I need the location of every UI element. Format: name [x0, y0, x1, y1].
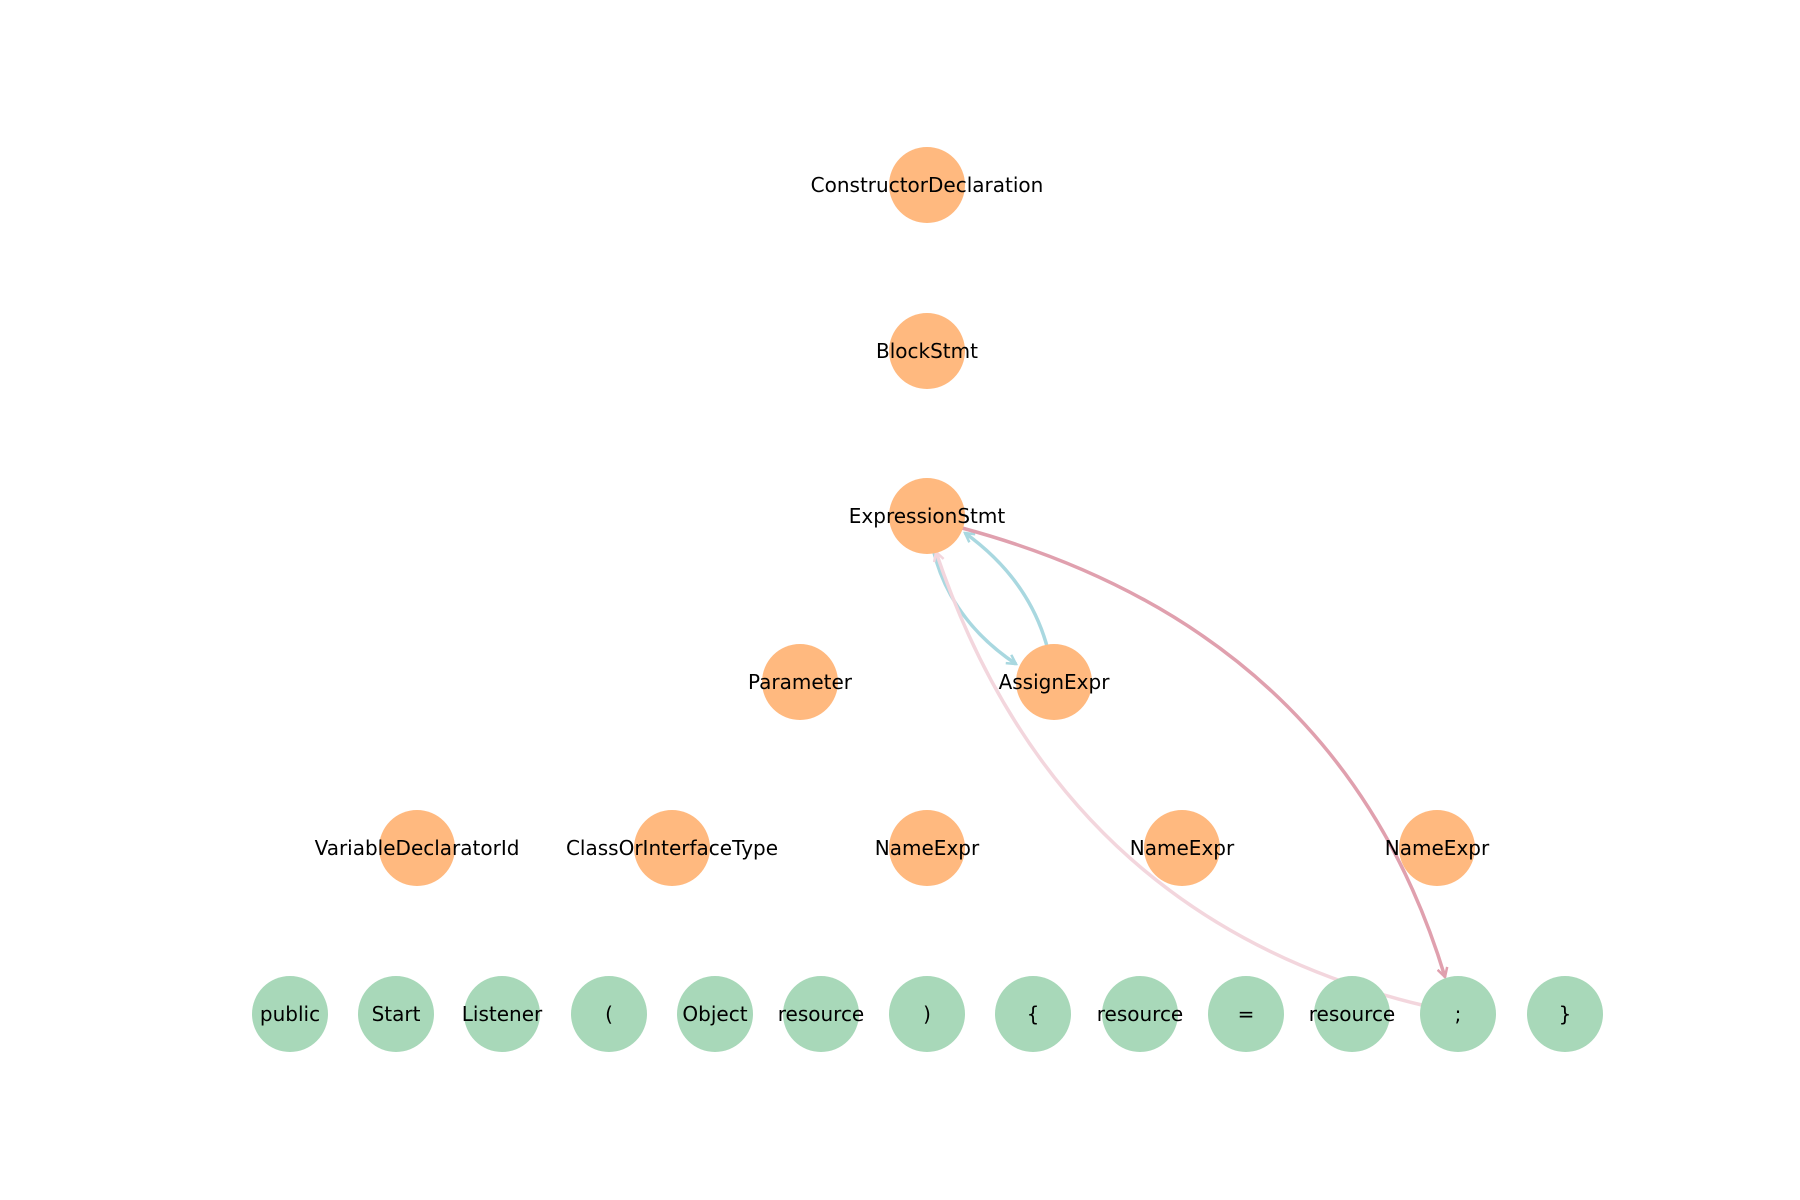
- token-circle: [783, 976, 859, 1052]
- token-circle: [1420, 976, 1496, 1052]
- token-open-brace[interactable]: {: [995, 976, 1071, 1052]
- node-circle: [1144, 810, 1220, 886]
- node-label: Parameter: [748, 670, 853, 694]
- node-constructordeclaration[interactable]: ConstructorDeclaration: [811, 147, 1044, 223]
- token-circle: [1208, 976, 1284, 1052]
- node-nameexpr-1[interactable]: NameExpr: [875, 810, 980, 886]
- token-close-brace[interactable]: }: [1527, 976, 1603, 1052]
- token-circle: [358, 976, 434, 1052]
- node-variabledeclaratorid[interactable]: VariableDeclaratorId: [315, 810, 520, 886]
- token-resource-1[interactable]: resource: [778, 976, 865, 1052]
- node-label: NameExpr: [1130, 836, 1235, 860]
- edge-expressionstmt-to-semicolon: [961, 526, 1445, 977]
- node-label: ConstructorDeclaration: [811, 173, 1044, 197]
- token-semicolon[interactable]: ;: [1420, 976, 1496, 1052]
- token-circle: [464, 976, 540, 1052]
- node-label: VariableDeclaratorId: [315, 836, 520, 860]
- node-circle: [379, 810, 455, 886]
- node-parameter[interactable]: Parameter: [748, 644, 853, 720]
- token-circle: [677, 976, 753, 1052]
- node-label: AssignExpr: [999, 670, 1111, 694]
- token-listener[interactable]: Listener: [462, 976, 543, 1052]
- node-circle: [634, 810, 710, 886]
- token-circle: [1314, 976, 1390, 1052]
- node-circle: [889, 313, 965, 389]
- edge-expressionstmt-to-assignexpr: [931, 548, 1016, 666]
- node-circle: [1399, 810, 1475, 886]
- node-circle: [889, 478, 965, 554]
- node-label: NameExpr: [875, 836, 980, 860]
- token-close-paren[interactable]: ): [889, 976, 965, 1052]
- token-label: Start: [372, 1002, 421, 1026]
- token-label: {: [1027, 1002, 1040, 1026]
- token-circle: [571, 976, 647, 1052]
- token-label: resource: [1097, 1002, 1184, 1026]
- token-open-paren[interactable]: (: [571, 976, 647, 1052]
- token-circle: [889, 976, 965, 1052]
- node-circle: [762, 644, 838, 720]
- token-circle: [1527, 976, 1603, 1052]
- token-label: (: [605, 1002, 613, 1026]
- token-resource-3[interactable]: resource: [1309, 976, 1396, 1052]
- token-label: resource: [1309, 1002, 1396, 1026]
- node-label: ClassOrInterfaceType: [566, 836, 778, 860]
- token-object[interactable]: Object: [677, 976, 753, 1052]
- node-nameexpr-3[interactable]: NameExpr: [1385, 810, 1490, 886]
- token-label: resource: [778, 1002, 865, 1026]
- token-label: =: [1238, 1002, 1255, 1026]
- token-equals[interactable]: =: [1208, 976, 1284, 1052]
- token-circle: [1102, 976, 1178, 1052]
- node-blockstmt[interactable]: BlockStmt: [876, 313, 978, 389]
- node-circle: [889, 147, 965, 223]
- node-assignexpr[interactable]: AssignExpr: [999, 644, 1111, 720]
- token-circle: [252, 976, 328, 1052]
- token-resource-2[interactable]: resource: [1097, 976, 1184, 1052]
- node-classorinterfacetype[interactable]: ClassOrInterfaceType: [566, 810, 778, 886]
- edge-layer: [931, 526, 1445, 1008]
- token-label: Object: [682, 1002, 747, 1026]
- token-label: Listener: [462, 1002, 543, 1026]
- edge-assignexpr-to-expressionstmt: [965, 533, 1050, 651]
- token-public[interactable]: public: [252, 976, 328, 1052]
- edge-semicolon-to-expressionstmt: [936, 552, 1427, 1008]
- token-label: }: [1559, 1002, 1572, 1026]
- token-label: ;: [1455, 1002, 1462, 1026]
- token-circle: [995, 976, 1071, 1052]
- node-label: ExpressionStmt: [849, 504, 1006, 528]
- node-circle: [1016, 644, 1092, 720]
- node-expressionstmt[interactable]: ExpressionStmt: [849, 478, 1006, 554]
- node-nameexpr-2[interactable]: NameExpr: [1130, 810, 1235, 886]
- node-circle: [889, 810, 965, 886]
- token-label: public: [260, 1002, 320, 1026]
- node-label: NameExpr: [1385, 836, 1490, 860]
- node-label: BlockStmt: [876, 339, 978, 363]
- token-label: ): [923, 1002, 931, 1026]
- token-start[interactable]: Start: [358, 976, 434, 1052]
